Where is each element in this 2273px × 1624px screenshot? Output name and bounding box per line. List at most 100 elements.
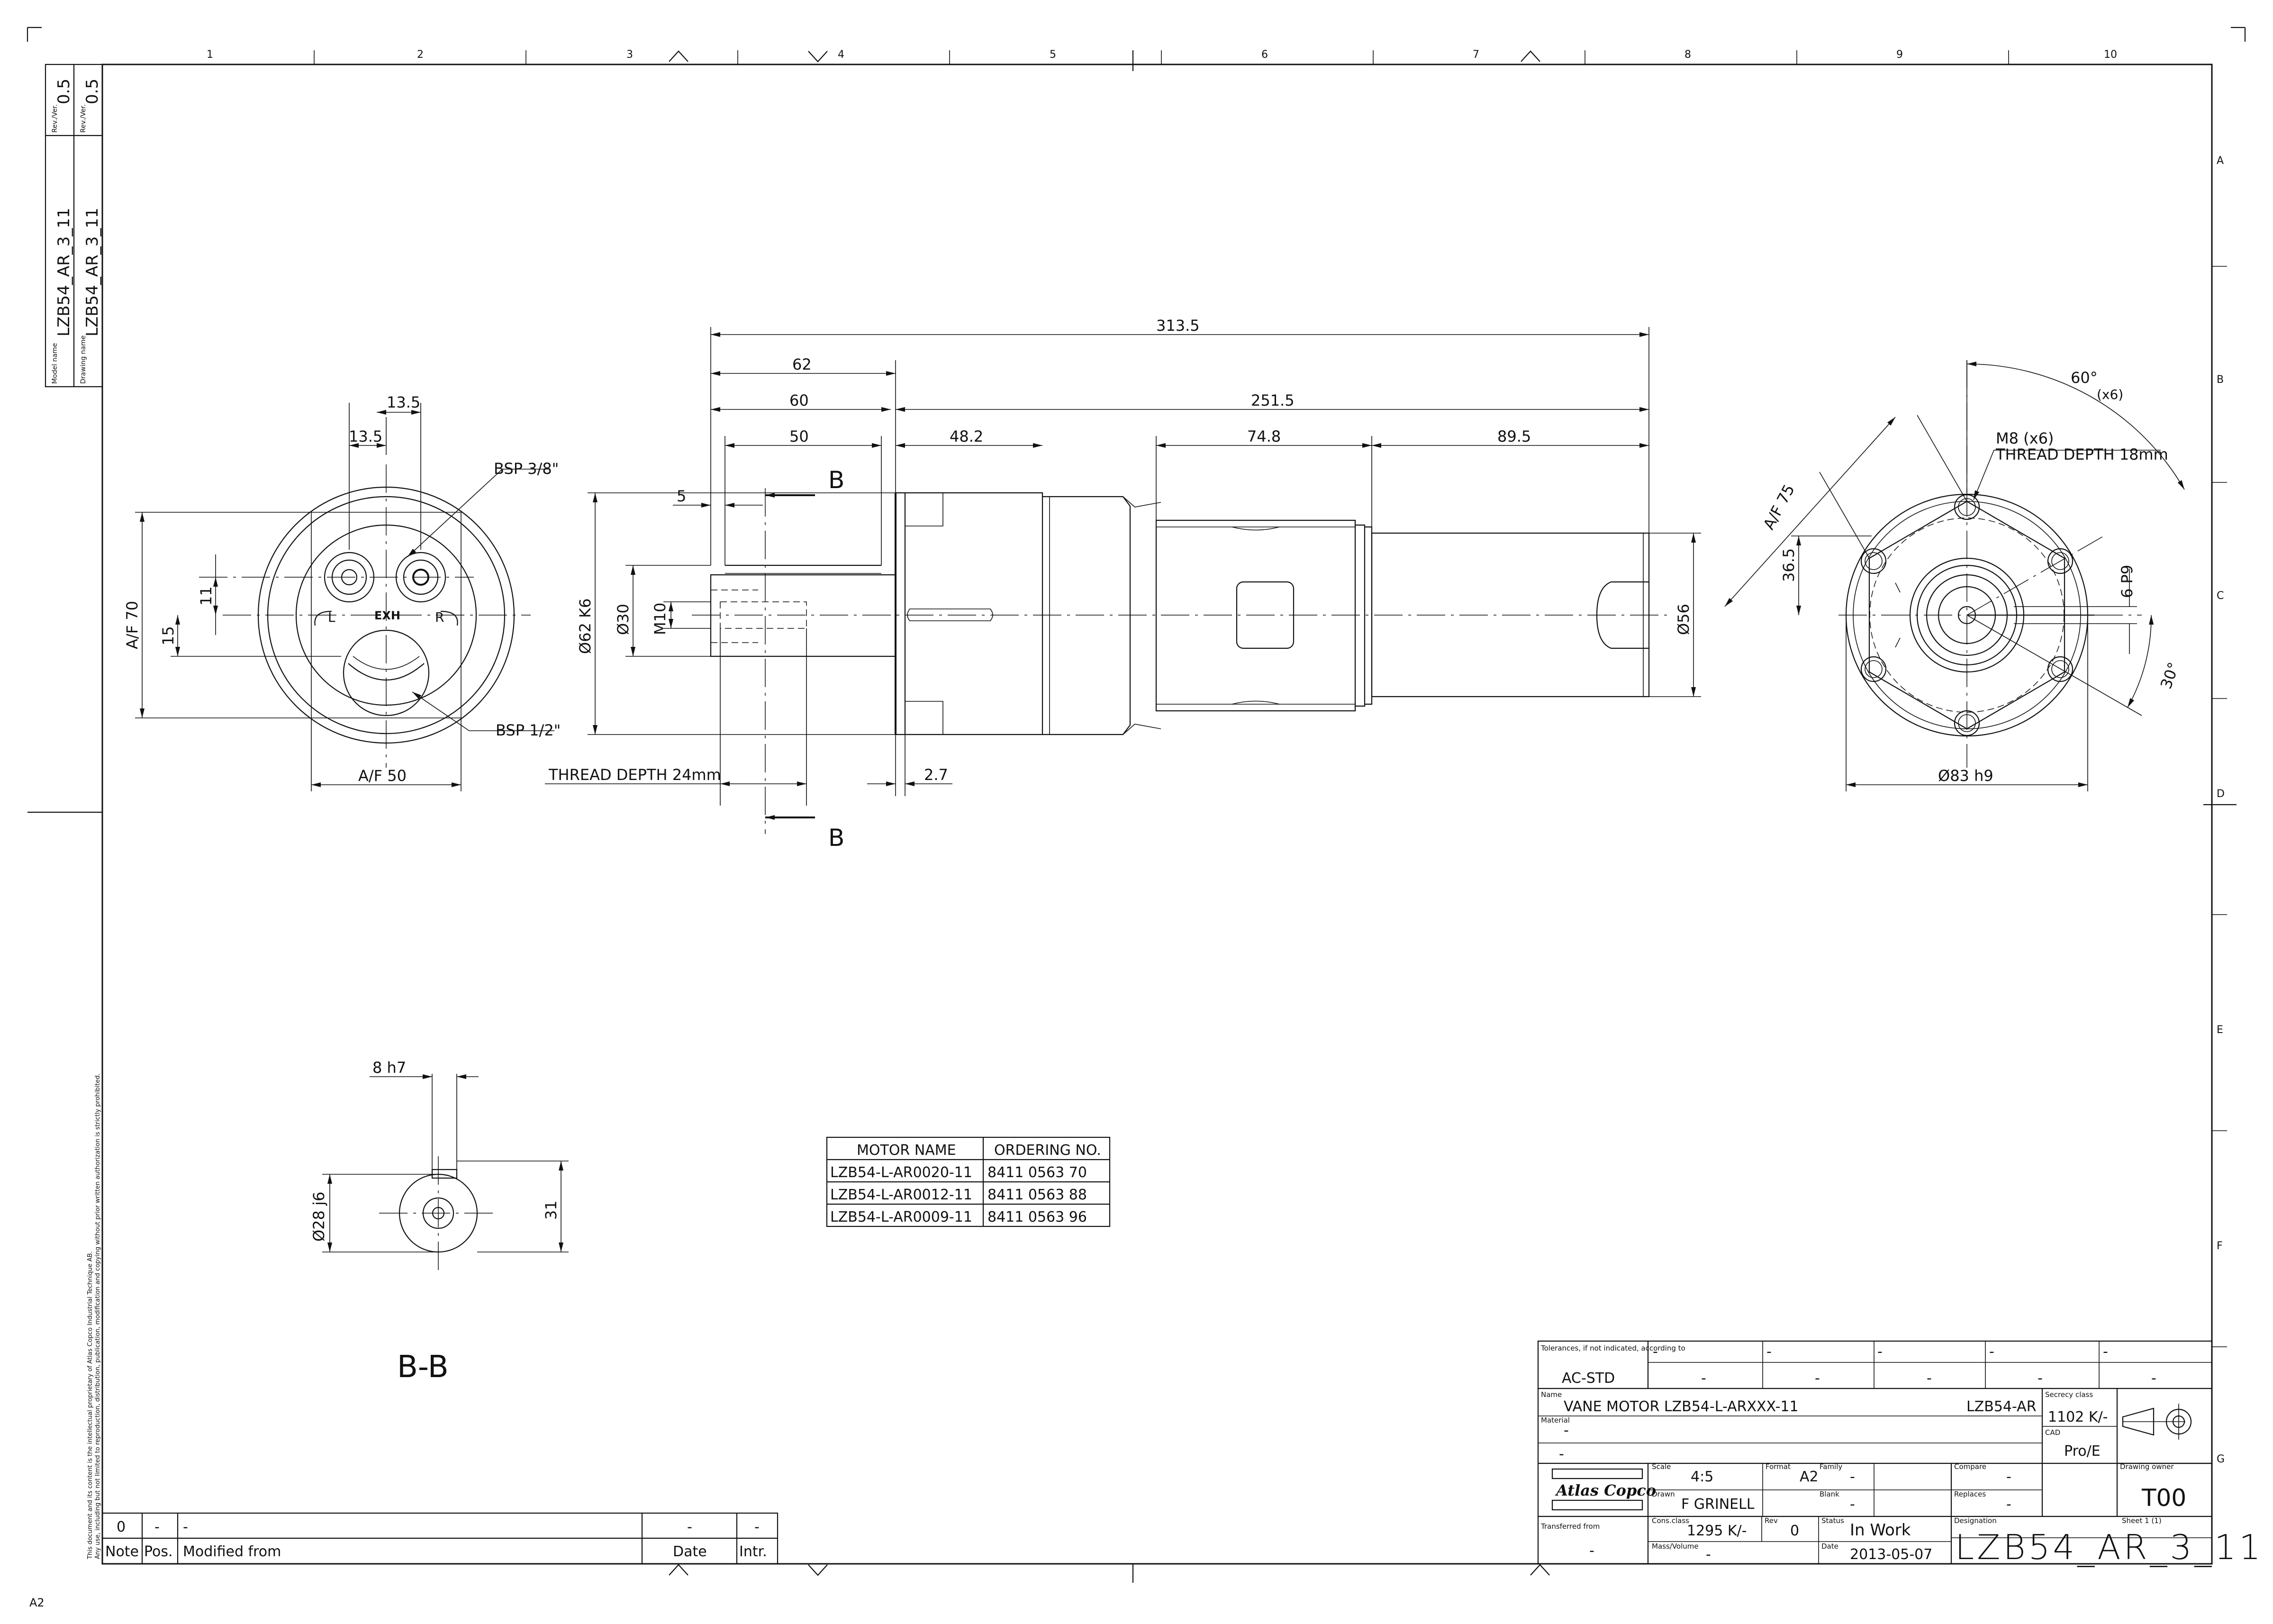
dim-251-5: 251.5 (1251, 391, 1295, 409)
revision-modified-value: - (183, 1519, 188, 1535)
cons-class-label: Cons.class (1652, 1516, 1689, 1525)
name-label: Name (1541, 1390, 1562, 1399)
col-label-1: 1 (207, 49, 213, 61)
thread-depth-18mm: THREAD DEPTH 18mm (1995, 445, 2168, 463)
revision-header-date: Date (673, 1543, 707, 1560)
scale-value: 4:5 (1691, 1469, 1713, 1485)
model-name-value: LZB54_AR_3_11 (54, 208, 73, 336)
table-cell-order-2: 8411 0563 88 (987, 1187, 1087, 1203)
col-label-5: 5 (1050, 49, 1056, 61)
motor-ordering-table: MOTOR NAME ORDERING NO. LZB54-L-AR0020-1… (826, 1136, 1111, 1227)
af-75-dim: A/F 75 (1760, 481, 1798, 533)
side-strip-model-box: Model name LZB54_AR_3_11 Drawing name LZ… (45, 64, 103, 388)
status-label: Status (1821, 1516, 1844, 1525)
af-70-dim: A/F 70 (123, 601, 141, 649)
right-end-view: 60° (x6) M8 (x6) THREAD DEPTH 18mm A/F 7… (1724, 360, 2185, 791)
dia-28-j6: Ø28 j6 (310, 1192, 328, 1242)
angle-60-count: (x6) (2097, 387, 2123, 402)
dim-31: 31 (542, 1200, 560, 1220)
rev-ver-value-2: 0.5 (83, 79, 102, 104)
row-label-e: E (2217, 1024, 2223, 1036)
transferred-from-label: Transferred from (1540, 1522, 1600, 1531)
dia-56: Ø56 (1675, 604, 1693, 635)
thread-depth-24mm: THREAD DEPTH 24mm (548, 766, 721, 784)
dim-48-2: 48.2 (950, 427, 983, 445)
left-end-view: EXH L R 13.5 13.5 BSP 3/8" BSP 1/2" A/F … (123, 393, 561, 791)
material-value: - (1564, 1422, 1569, 1439)
dim-13-5-top: 13.5 (387, 393, 420, 411)
tolerances-label: Tolerances, if not indicated, according … (1540, 1344, 1685, 1352)
dim-50: 50 (789, 427, 809, 445)
dim-15: 15 (159, 626, 177, 645)
tol-cell-8: - (1927, 1370, 1932, 1387)
blank-value: - (1850, 1496, 1855, 1513)
drawing-owner-label: Drawing owner (2120, 1462, 2174, 1471)
revision-intr-value: - (754, 1519, 760, 1535)
revision-header-note: Note (105, 1543, 139, 1560)
drawing-owner-value: T00 (2141, 1484, 2186, 1512)
dim-89-5: 89.5 (1497, 427, 1531, 445)
table-cell-order-1: 8411 0563 70 (987, 1164, 1087, 1181)
col-label-8: 8 (1684, 49, 1691, 61)
atlas-copco-logo-text: Atlas Copco (1555, 1481, 1656, 1499)
replaces-value: - (2006, 1496, 2011, 1513)
title-block: Tolerances, if not indicated, according … (1537, 1340, 2261, 1567)
tol-cell-10: - (2151, 1370, 2156, 1387)
projection-symbol-icon (2122, 1404, 2192, 1440)
name-value: VANE MOTOR LZB54-L-ARXXX-11 (1564, 1398, 1799, 1415)
col-label-7: 7 (1473, 49, 1479, 61)
table-cell-order-3: 8411 0563 96 (987, 1209, 1087, 1225)
tolerances-value: AC-STD (1562, 1370, 1615, 1387)
grid-row-labels: A B C D E F G (2217, 155, 2225, 1465)
tol-cell-1: - (1653, 1343, 1658, 1360)
sheet-frame (27, 27, 2246, 1583)
status-value: In Work (1850, 1521, 1911, 1540)
af-50-dim: A/F 50 (358, 767, 407, 785)
angle-60: 60° (2071, 369, 2098, 387)
cad-label: CAD (2045, 1428, 2060, 1437)
col-label-3: 3 (626, 49, 633, 61)
family-label: Family (1820, 1462, 1842, 1471)
rev-ver-value-1: 0.5 (54, 79, 73, 104)
col-label-4: 4 (838, 49, 844, 61)
m8-x6-label: M8 (x6) (1996, 429, 2054, 447)
row-label-b: B (2217, 374, 2224, 386)
transferred-from-value: - (1589, 1542, 1594, 1559)
tol-cell-9: - (2038, 1370, 2043, 1387)
col-label-2: 2 (417, 49, 424, 61)
row-label-d: D (2217, 788, 2225, 800)
revision-pos-value: - (154, 1519, 160, 1535)
revision-note-value: 0 (117, 1519, 126, 1535)
sheet-size-mark: A2 (29, 1596, 45, 1609)
copyright-line-2: Any use, including but not limited to re… (94, 1073, 101, 1559)
tol-cell-3: - (1877, 1343, 1883, 1360)
secrecy-class-label: Secrecy class (2045, 1390, 2093, 1399)
row-label-c: C (2217, 590, 2224, 602)
date-label: Date (1821, 1542, 1838, 1551)
atlas-copco-logo: Atlas Copco (1551, 1468, 1656, 1511)
revision-date-value: - (687, 1519, 692, 1535)
blank-label: Blank (1820, 1490, 1839, 1498)
tol-cell-2: - (1766, 1343, 1772, 1360)
row-label-f: F (2217, 1240, 2223, 1252)
table-header-ordering-no: ORDERING NO. (994, 1142, 1101, 1159)
dia-83-h9: Ø83 h9 (1938, 767, 1993, 785)
col-label-10: 10 (2104, 49, 2117, 61)
mass-volume-label: Mass/Volume (1652, 1542, 1699, 1551)
col-label-9: 9 (1896, 49, 1903, 61)
exh-port-label: EXH (374, 609, 400, 622)
grid-column-labels: 1 2 3 4 5 6 7 8 9 10 (207, 49, 2117, 61)
dim-74-8: 74.8 (1247, 427, 1281, 445)
drawn-value: F GRINELL (1681, 1496, 1755, 1513)
row-label-g: G (2217, 1453, 2225, 1465)
dim-62: 62 (792, 355, 812, 373)
dim-313-5: 313.5 (1156, 317, 1200, 335)
replaces-label: Replaces (1954, 1490, 1986, 1498)
revision-header-pos: Pos. (144, 1543, 173, 1560)
tol-cell-7: - (1815, 1370, 1820, 1387)
section-marker-b-top: B (828, 466, 844, 494)
dim-11: 11 (197, 586, 215, 606)
rev-ver-label-1: Rev./Ver. (51, 104, 59, 133)
table-cell-motor-1: LZB54-L-AR0020-11 (830, 1164, 972, 1181)
material-label: Material (1541, 1416, 1570, 1424)
